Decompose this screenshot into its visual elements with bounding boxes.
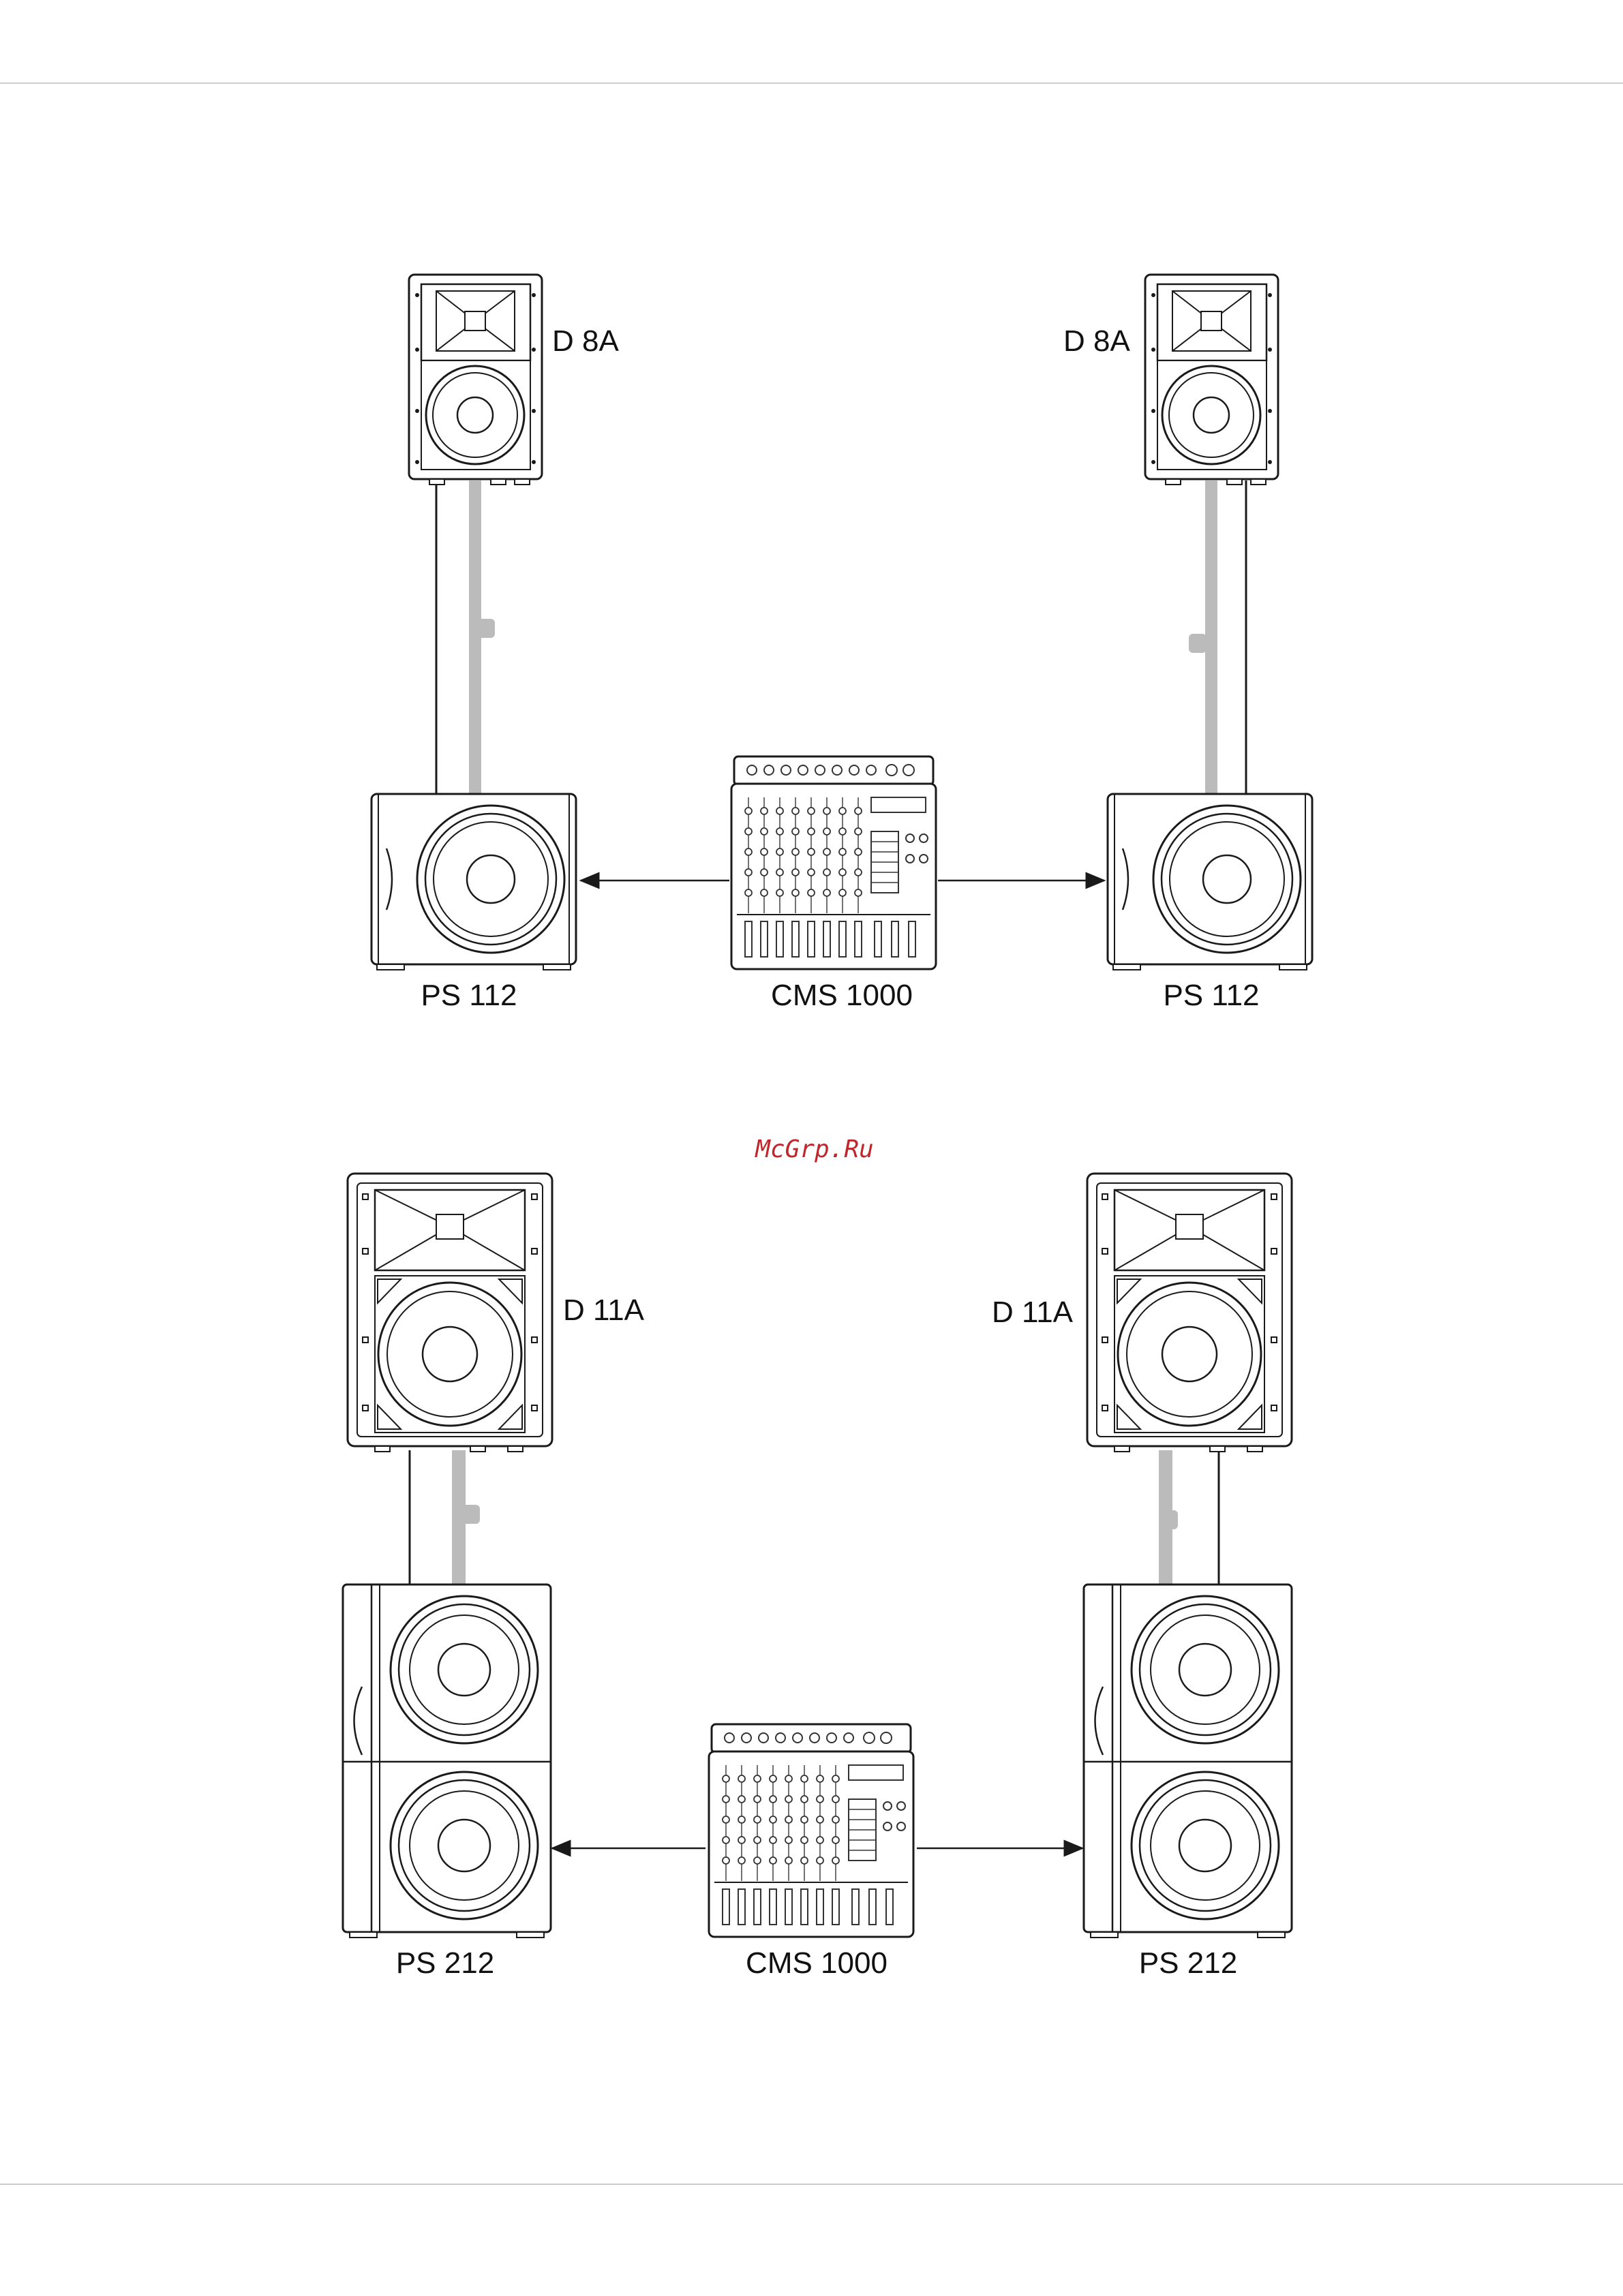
ps212-sub-left <box>343 1585 551 1938</box>
label-cms1000-1: CMS 1000 <box>771 979 913 1012</box>
d11a-speaker-right <box>1087 1174 1292 1452</box>
setup-2: D 11A D 11A PS 212 PS 212 CMS 1000 <box>343 1174 1292 1980</box>
pole-right-2 <box>1159 1450 1219 1585</box>
cms1000-mixer-1 <box>731 756 936 969</box>
ps112-sub-left <box>371 794 576 970</box>
d11a-speaker-left <box>348 1174 552 1452</box>
label-d8a-left: D 8A <box>552 324 619 358</box>
label-ps112-right: PS 112 <box>1163 979 1259 1012</box>
label-cms1000-2: CMS 1000 <box>746 1946 888 1980</box>
label-ps212-left: PS 212 <box>396 1946 494 1980</box>
pole-right-1 <box>1189 480 1246 794</box>
pole-left-1 <box>436 480 495 794</box>
label-d11a-left: D 11A <box>563 1294 645 1327</box>
label-ps212-right: PS 212 <box>1139 1946 1237 1980</box>
ps112-sub-right <box>1108 794 1312 970</box>
ps212-sub-right <box>1084 1585 1292 1938</box>
watermark: McGrp.Ru <box>754 1135 873 1163</box>
label-ps112-left: PS 112 <box>421 979 517 1012</box>
label-d11a-right: D 11A <box>992 1296 1074 1329</box>
d8a-speaker-left <box>409 275 542 485</box>
d8a-speaker-right <box>1145 275 1278 485</box>
cms1000-mixer-2 <box>709 1724 913 1937</box>
pole-left-2 <box>410 1450 480 1585</box>
setup-1: D 8A D 8A PS 112 PS 112 CMS 1000 <box>371 275 1312 1012</box>
label-d8a-right: D 8A <box>1063 324 1130 358</box>
